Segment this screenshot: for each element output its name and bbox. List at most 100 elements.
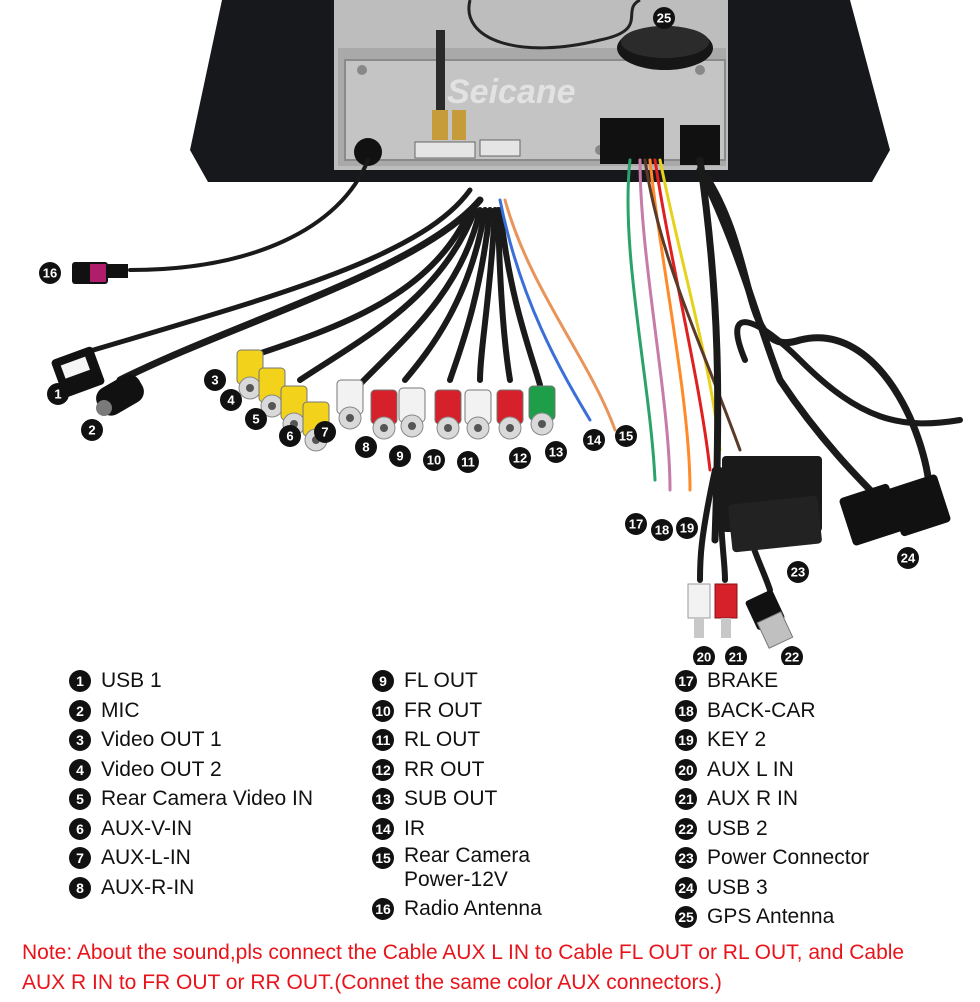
callout-marker: 5 xyxy=(245,408,267,430)
rca-plug xyxy=(258,367,286,418)
callout-number: 12 xyxy=(513,451,527,466)
legend-label: FR OUT xyxy=(404,697,482,724)
legend-item: 19 KEY 2 xyxy=(675,726,869,756)
legend-label: AUX-V-IN xyxy=(101,815,192,842)
radio-antenna-connector xyxy=(72,262,128,284)
callout-marker: 23 xyxy=(787,561,809,583)
callout-number: 16 xyxy=(43,266,57,281)
callout-marker: 24 xyxy=(897,547,919,569)
legend-number-badge: 6 xyxy=(69,817,91,840)
callout-marker: 2 xyxy=(81,419,103,441)
legend-number-badge: 25 xyxy=(675,906,697,928)
callout-number: 23 xyxy=(791,565,805,580)
legend-label-line: AUX-V-IN xyxy=(101,816,193,840)
legend-number-badge: 19 xyxy=(675,729,697,751)
legend-label-line: MIC xyxy=(101,698,140,722)
callout-marker: 12 xyxy=(509,447,531,469)
callout-number: 21 xyxy=(729,650,743,665)
callout-number: 7 xyxy=(321,425,328,440)
cable-bundle-left xyxy=(57,158,617,432)
wiring-diagram: Seicane xyxy=(39,0,963,665)
legend-item: 8 AUX-R-IN xyxy=(69,874,313,904)
legend-label-line: AUX-L-IN xyxy=(101,846,191,869)
legend-label: AUX L IN xyxy=(707,756,794,783)
callout-marker: 8 xyxy=(355,436,377,458)
legend-number-badge: 10 xyxy=(372,699,394,722)
legend-item: 22 USB 2 xyxy=(675,815,869,845)
legend-item: 20 AUX L IN xyxy=(675,756,869,786)
legend-label-line: FR OUT xyxy=(404,698,483,722)
legend-number-badge: 20 xyxy=(675,758,697,781)
callout-marker: 7 xyxy=(314,421,336,443)
legend-label-line: BRAKE xyxy=(707,669,779,692)
rca-plug xyxy=(236,349,264,400)
legend-label-line: Rear Camera Video IN xyxy=(101,787,314,810)
legend-label: Video OUT 2 xyxy=(101,756,222,783)
callout-marker: 14 xyxy=(583,429,605,451)
callout-marker: 4 xyxy=(220,389,242,411)
callout-number: 11 xyxy=(461,455,475,470)
legend-label: Video OUT 1 xyxy=(101,726,222,753)
callout-number: 1 xyxy=(54,387,61,402)
callout-marker: 21 xyxy=(725,646,747,665)
legend-label-line: RL OUT xyxy=(404,728,481,751)
callout-number: 2 xyxy=(88,423,95,438)
legend-label: KEY 2 xyxy=(707,726,766,753)
legend-number-badge: 22 xyxy=(675,817,697,840)
note-line-1: Note: About the sound,pls connect the Ca… xyxy=(22,941,905,964)
rca-plug xyxy=(496,389,524,440)
wiring-harness-right xyxy=(626,156,963,593)
callout-number: 24 xyxy=(901,551,916,566)
legend-label: MIC xyxy=(101,697,140,724)
legend-label-line: AUX-R-IN xyxy=(101,875,195,899)
callout-number: 17 xyxy=(629,517,643,532)
callout-number: 20 xyxy=(697,650,711,665)
legend-label-line: USB 2 xyxy=(707,816,768,840)
rca-plug xyxy=(464,389,492,440)
legend-label: RR OUT xyxy=(404,756,485,783)
legend-label: USB 1 xyxy=(101,667,162,694)
callout-marker: 18 xyxy=(651,519,673,541)
callout-marker: 20 xyxy=(693,646,715,665)
legend-label: RL OUT xyxy=(404,726,480,753)
legend-label: AUX R IN xyxy=(707,785,798,812)
legend-number-badge: 11 xyxy=(372,729,394,751)
power-connector xyxy=(722,456,822,553)
callout-number: 3 xyxy=(211,373,218,388)
legend-label-line: Power Connector xyxy=(707,846,870,869)
callout-number: 22 xyxy=(785,650,799,665)
legend-item: 3 Video OUT 1 xyxy=(69,726,313,756)
aux-in-connectors xyxy=(687,583,738,638)
legend-label-line: RR OUT xyxy=(404,757,485,781)
legend-label: AUX-R-IN xyxy=(101,874,194,901)
rca-plug xyxy=(398,387,426,438)
legend-number-badge: 2 xyxy=(69,699,91,722)
callout-marker: 9 xyxy=(389,445,411,467)
rca-plug xyxy=(370,389,398,440)
legend-label: IR xyxy=(404,815,425,842)
legend-number-badge: 14 xyxy=(372,817,394,840)
callout-marker: 22 xyxy=(781,646,803,665)
legend-label-line: USB 1 xyxy=(101,669,162,692)
legend-number-badge: 3 xyxy=(69,729,91,751)
callout-number: 5 xyxy=(252,412,259,427)
legend-label-line: Video OUT 2 xyxy=(101,757,222,781)
callout-number: 13 xyxy=(549,445,563,460)
legend-number-badge: 8 xyxy=(69,876,91,899)
callout-number: 18 xyxy=(655,523,669,538)
rca-connectors xyxy=(236,349,556,452)
legend-label-line: USB 3 xyxy=(707,875,768,899)
legend-label-line: AUX R IN xyxy=(707,787,799,810)
legend-label: SUB OUT xyxy=(404,785,497,812)
callout-number: 14 xyxy=(587,433,602,448)
legend-label: USB 2 xyxy=(707,815,768,842)
